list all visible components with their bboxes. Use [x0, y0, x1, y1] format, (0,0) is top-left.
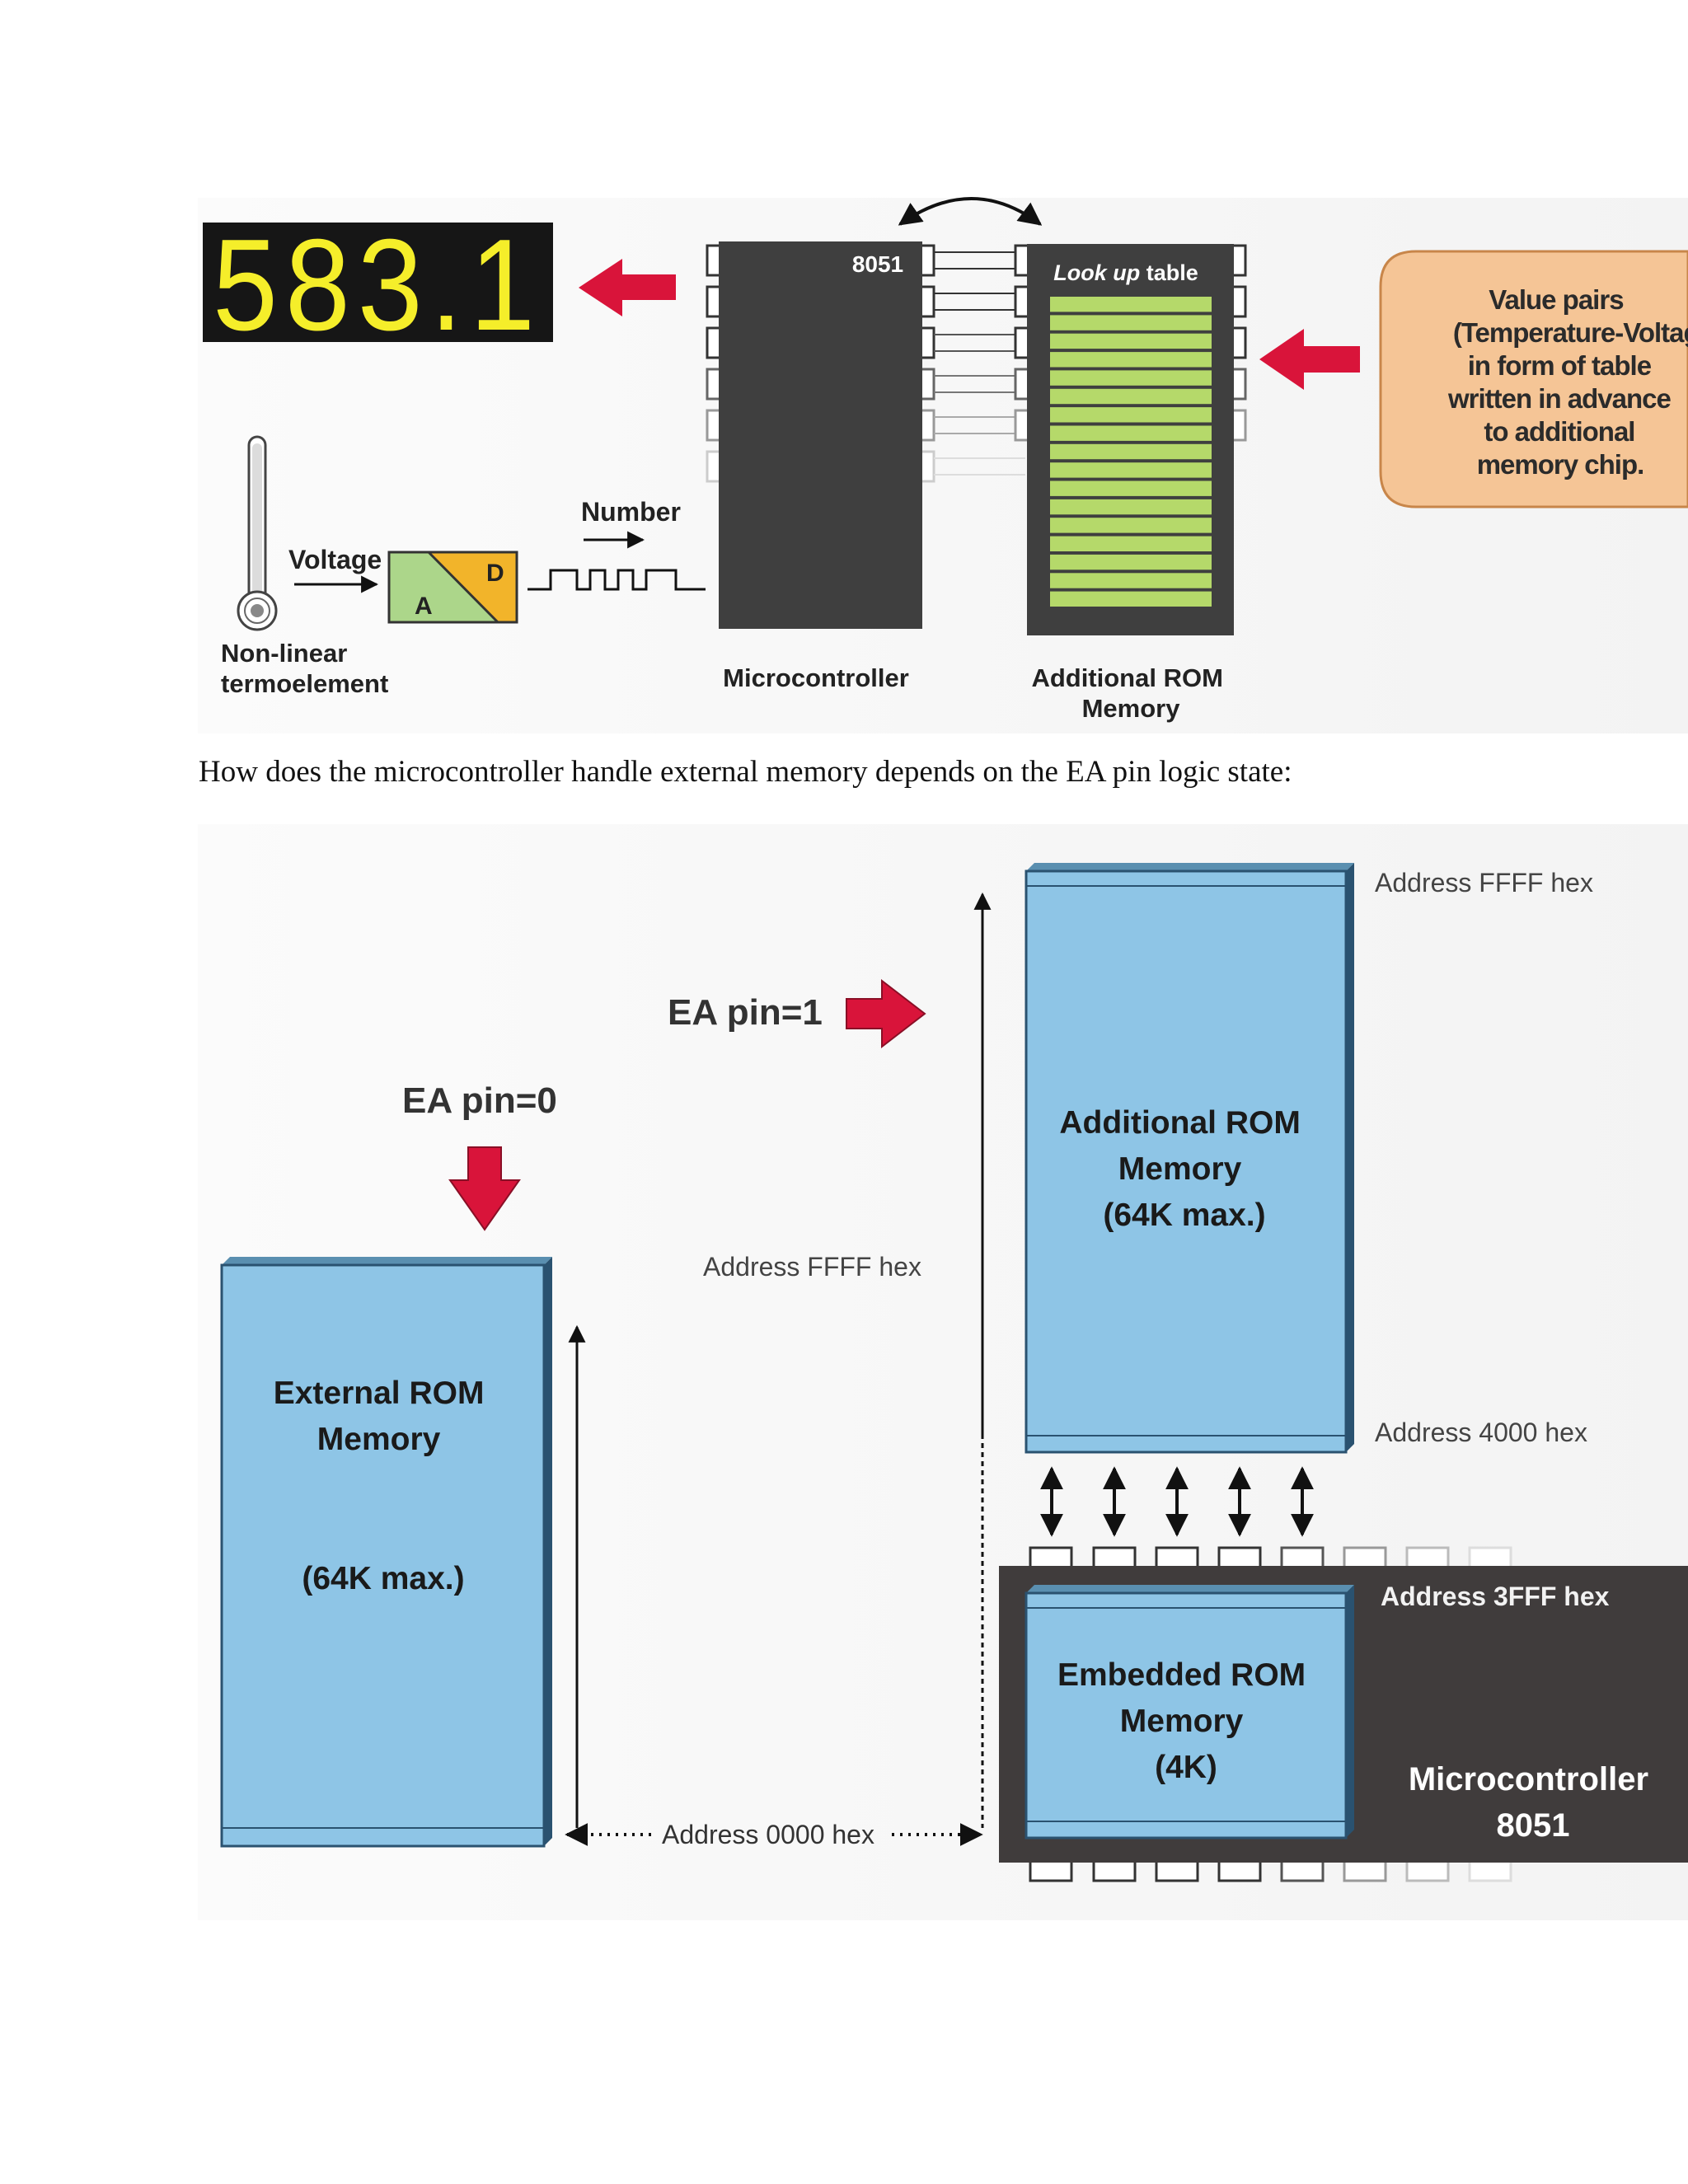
lookup-table-rom-chip: Look up table [1014, 244, 1247, 635]
display-value: 583.1 [213, 213, 542, 358]
lookup-table-row [1050, 370, 1212, 386]
lookup-table-row [1050, 536, 1212, 551]
additional-rom-line-3: (64K max.) [1103, 1197, 1265, 1233]
addr-ffff-left: Address FFFF hex [703, 1252, 921, 1282]
svg-text:Additional ROM Memory: Additional ROM Memory (64K max.) [1059, 1105, 1309, 1233]
additional-rom-line-1: Additional ROM [1059, 1105, 1300, 1141]
micro-8051-line-1: Microcontroller [1409, 1761, 1648, 1797]
lookup-table-row [1050, 388, 1212, 405]
rom-label-line-1: Additional ROM [1031, 663, 1222, 692]
figure-caption: How does the microcontroller handle exte… [199, 755, 1292, 789]
voltage-label: Voltage [288, 545, 382, 574]
number-label: Number [581, 497, 681, 527]
lookup-table-row [1050, 573, 1212, 588]
addr-3fff: Address 3FFF hex [1381, 1582, 1610, 1611]
microcontroller-chip: 8051 [706, 241, 935, 629]
note-line-3: in form of table [1468, 350, 1652, 381]
bidirectional-arrows [1040, 1466, 1314, 1537]
note-line-6: memory chip. [1477, 449, 1644, 480]
svg-text:External ROM Memory: External ROM Memory (64K max.) [274, 1376, 494, 1596]
lookup-table-row [1050, 443, 1212, 460]
embedded-rom-line-3: (4K) [1155, 1750, 1217, 1785]
lookup-table-row [1050, 407, 1212, 423]
thermometer-icon [237, 435, 278, 631]
addr-4000: Address 4000 hex [1375, 1418, 1587, 1447]
lookup-table-row [1050, 333, 1212, 349]
additional-rom-block: Additional ROM Memory (64K max.) [1025, 863, 1354, 1454]
red-arrow-right-icon [846, 978, 926, 1049]
curved-double-arrow [898, 197, 1043, 226]
rom-label-line-2: Memory [1082, 694, 1181, 723]
thermo-label-line-1: Non-linear [221, 639, 347, 668]
lookup-table-row [1050, 499, 1212, 515]
addr-ffff-right: Address FFFF hex [1375, 868, 1593, 898]
external-rom-line-3: (64K max.) [302, 1561, 464, 1596]
lookup-table-rows [1050, 297, 1212, 607]
adc-block: A D [387, 551, 518, 624]
external-rom-line-2: Memory [317, 1422, 441, 1457]
external-rom-block: External ROM Memory (64K max.) [220, 1257, 552, 1848]
external-rom-line-1: External ROM [274, 1376, 485, 1411]
svg-text:Embedded ROM Memory: Embedded ROM Memory (4K) [1057, 1657, 1315, 1785]
svg-text:Value pairs (Temperatu: Value pairs (Temperature-Voltage) in for… [1447, 284, 1688, 480]
micro-label: Microcontroller [723, 663, 909, 692]
thermo-label-line-2: termoelement [221, 669, 388, 698]
lookup-table-row [1050, 462, 1212, 478]
digital-pulse-train [528, 569, 706, 591]
red-arrow-into-rom-icon [1259, 329, 1360, 390]
svg-text:Non-linear termoelement: Non-linear termoelement [221, 639, 388, 698]
addr-0000-label: Address 0000 hex [662, 1820, 874, 1849]
lookup-table-row [1050, 518, 1212, 533]
embedded-rom-block: Embedded ROM Memory (4K) [1025, 1585, 1354, 1840]
figure-lookup-table: 583.1 8051 [198, 197, 1688, 733]
lookup-table-row [1050, 315, 1212, 330]
embedded-rom-line-2: Memory [1120, 1704, 1244, 1739]
micro-8051-line-2: 8051 [1497, 1807, 1570, 1844]
seven-segment-display: 583.1 [203, 213, 553, 358]
lookup-table-row [1050, 425, 1212, 441]
data-bus-lines [934, 251, 1025, 476]
note-line-1: Value pairs [1489, 284, 1623, 315]
ea1-label: EA pin=1 [668, 992, 823, 1033]
lookup-table-row [1050, 591, 1212, 607]
note-line-2: (Temperature-Voltage) [1453, 317, 1688, 348]
value-pairs-note: Value pairs (Temperature-Voltage) in for… [1379, 250, 1688, 509]
svg-text:Additional ROM Memory: Additional ROM Memory [1031, 663, 1230, 723]
lookup-table-row [1050, 352, 1212, 368]
microcontroller-pins [1029, 1546, 1512, 1882]
lookup-table-row [1050, 554, 1212, 570]
note-line-5: to additional [1484, 416, 1634, 447]
red-arrow-left-icon [579, 259, 676, 316]
ea0-label: EA pin=0 [402, 1080, 557, 1121]
lookup-label: Look up table [1053, 260, 1198, 285]
adc-a-label: A [415, 593, 433, 620]
note-line-4: written in advance [1447, 383, 1672, 414]
lookup-table-row [1050, 480, 1212, 496]
svg-text:Microcontroller 8051: Microcontroller 8051 [1409, 1761, 1658, 1844]
figure-ea-pin-memory: EA pin=1 EA pin=0 External ROM Memory (6… [198, 824, 1688, 1920]
adc-d-label: D [486, 560, 504, 587]
additional-rom-line-2: Memory [1118, 1151, 1242, 1187]
lookup-table-row [1050, 297, 1212, 312]
embedded-rom-line-1: Embedded ROM [1057, 1657, 1306, 1693]
chip-label: 8051 [852, 251, 903, 277]
red-arrow-down-icon [448, 1146, 521, 1231]
